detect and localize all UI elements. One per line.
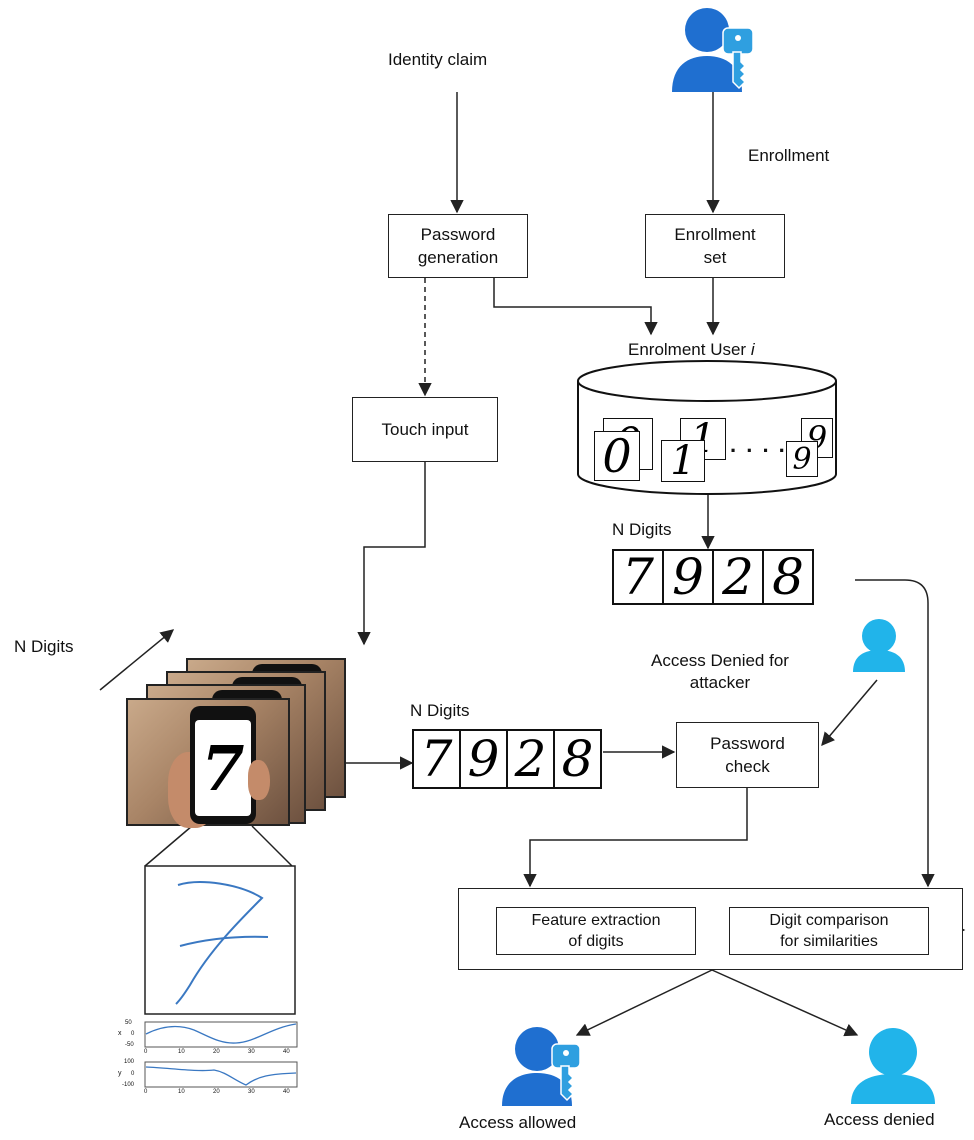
access-allowed-label: Access allowed: [459, 1113, 577, 1132]
x-signal-xtick-30: 30: [248, 1049, 255, 1055]
finger-shape: [248, 760, 270, 800]
y-signal-xtick-20: 20: [213, 1089, 220, 1095]
enrollment-set-box: Enrollment set: [645, 214, 785, 278]
password-check-box: Password check: [676, 722, 819, 788]
x-signal-ytick-mid: 0: [131, 1031, 135, 1037]
db-digit-front-1: 1: [661, 438, 705, 484]
arrow-touch-to-photos: [357, 462, 426, 646]
x-signal-ytick-bottom: -50: [125, 1042, 134, 1048]
enrolment-user-prefix: Enrolment User: [628, 340, 751, 359]
photo-frame-1: 7: [126, 698, 290, 828]
phone-screen-digit: 7: [195, 720, 251, 816]
stored-digit-3: 2: [712, 548, 764, 606]
password-check-text: Password check: [710, 734, 785, 776]
stored-digit-2: 9: [662, 548, 714, 606]
phone-device: 7: [190, 706, 256, 824]
zoom-line-right: [251, 825, 293, 867]
password-generation-box: Password generation: [388, 214, 528, 278]
feature-extraction-box: Feature extraction of digits: [496, 907, 696, 955]
password-generation-text: Password generation: [417, 225, 499, 267]
n-digits-left-label: N Digits: [14, 637, 74, 656]
x-signal-xtick-0: 0: [144, 1049, 148, 1055]
x-signal-xtick-20: 20: [213, 1049, 220, 1055]
feature-extraction-text: Feature extraction of digits: [531, 912, 661, 950]
x-signal-ytick-top: 50: [125, 1020, 132, 1026]
arrow-password-to-db: [493, 278, 658, 336]
y-signal-xtick-30: 30: [248, 1089, 255, 1095]
digit-comparison-text: Digit comparison for similarities: [769, 912, 889, 950]
db-digit-front-9: 9: [786, 441, 818, 477]
access-denied-label: Access denied: [824, 1110, 935, 1129]
arrow-check-to-feature: [523, 788, 748, 888]
enrollment-label: Enrollment: [748, 146, 830, 165]
arrow-stored-to-compare: [855, 579, 935, 888]
touch-input-box: Touch input: [352, 397, 498, 462]
n-digits-mid-label: N Digits: [410, 701, 470, 720]
enrolment-user-variable: i: [750, 340, 755, 359]
input-digit-3: 2: [506, 729, 555, 789]
identity-claim-label: Identity claim: [388, 50, 488, 69]
touch-input-text: Touch input: [381, 420, 469, 439]
n-digits-db-label: N Digits: [612, 520, 672, 539]
enrollment-set-text: Enrollment set: [674, 225, 756, 267]
arrow-attacker-to-check: [821, 679, 878, 747]
y-signal-xtick-0: 0: [144, 1089, 148, 1095]
input-digit-4: 8: [553, 729, 602, 789]
zoom-line-left: [144, 825, 193, 867]
arrow-n-digits-direction: [99, 629, 175, 691]
x-signal-xtick-10: 10: [178, 1049, 185, 1055]
y-signal-ytick-bottom: -100: [122, 1082, 135, 1088]
input-digit-1: 7: [412, 729, 461, 789]
stored-digit-1: 7: [612, 548, 664, 606]
y-signal-ytick-top: 100: [124, 1059, 135, 1065]
db-ellipsis: . . . .: [730, 432, 787, 457]
arrow-to-access-allowed: [575, 969, 713, 1036]
y-signal-xtick-10: 10: [178, 1089, 185, 1095]
input-digit-2: 9: [459, 729, 508, 789]
y-signal-xtick-40: 40: [283, 1089, 290, 1095]
stored-digit-4: 8: [762, 548, 814, 606]
x-signal-xtick-40: 40: [283, 1049, 290, 1055]
enrolment-user-label: Enrolment User i: [628, 340, 755, 360]
digit-comparison-box: Digit comparison for similarities: [729, 907, 929, 955]
y-signal-ytick-mid: 0: [131, 1071, 135, 1077]
x-signal-ylabel: x: [118, 1030, 122, 1037]
arrow-to-access-denied: [711, 969, 859, 1037]
access-denied-attacker-label: Access Denied for attacker: [651, 651, 789, 692]
db-digit-front-0: 0: [594, 429, 640, 483]
y-signal-ylabel: y: [118, 1070, 122, 1077]
